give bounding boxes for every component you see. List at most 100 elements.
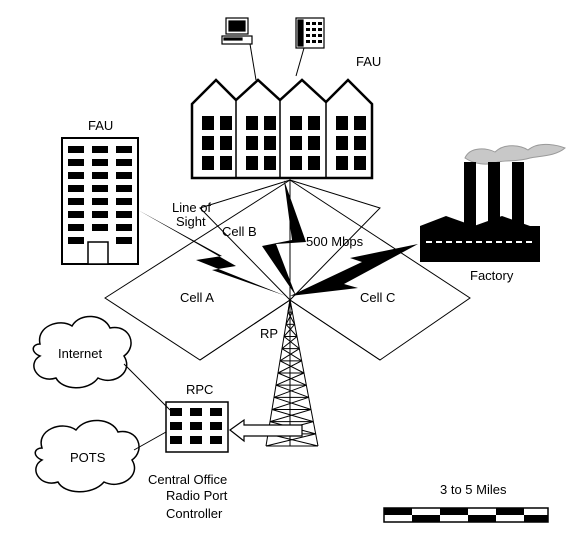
tower-to-rpc-arrow [228,418,303,443]
window [308,156,320,170]
window [116,146,132,153]
window [116,159,132,166]
row-houses-windows [202,116,366,170]
window [92,185,108,192]
window [116,211,132,218]
lightning-bolt-fau-left [138,210,286,296]
tower-lattice-strut [287,299,291,313]
lightning-bolt-factory [290,244,418,296]
pots-cloud [34,419,140,493]
tower-lattice-strut [277,360,302,374]
wireless-links [138,180,418,296]
tower-lattice-strut [281,336,298,350]
tower-lattice-strut [285,323,298,337]
window [68,146,84,153]
window [202,116,214,130]
row-houses-building [190,78,374,180]
window [354,156,366,170]
tower-lattice-strut [273,384,307,398]
window [116,237,132,244]
window [264,156,276,170]
cloud-connections [123,363,171,451]
internet-cloud [32,315,132,389]
rp-label: RP [260,326,278,341]
speed-label: 500 Mbps [306,234,364,249]
window [92,159,108,166]
rpc-building [165,401,229,453]
central-office-label-3: Controller [166,506,223,521]
factory-label: Factory [470,268,514,283]
tower-lattice-strut [275,384,309,398]
rpc-label: RPC [186,382,213,397]
window [68,198,84,205]
window [246,156,258,170]
device-cables [249,43,305,81]
window [336,156,348,170]
fau-top-label: FAU [356,54,381,69]
window [246,136,258,150]
tower-lattice-strut [277,372,307,386]
line-of-sight-label-2: Sight [176,214,206,229]
window [220,136,232,150]
computer-icon [221,17,253,45]
window [92,198,108,205]
factory-building [420,143,566,262]
window [246,116,258,130]
window [68,172,84,179]
window [308,116,320,130]
window [92,224,108,231]
tower-lattice-strut [271,409,314,423]
window [264,136,276,150]
line-of-sight-label-1: Line of [172,200,211,215]
window [116,185,132,192]
lightning-bolt-fau-top [262,180,306,296]
window [220,156,232,170]
window [290,116,302,130]
window [220,116,232,130]
row-houses-outline [190,78,374,180]
phone-icon [295,17,325,49]
radio-tower-icon [265,299,319,447]
pots-label: POTS [70,450,106,465]
cell-a-label: Cell A [180,290,214,305]
tower-lattice-strut [283,324,296,337]
window [68,185,84,192]
cell-b-boundary [199,179,381,301]
cell-c-label: Cell C [360,290,395,305]
tower-lattice-strut [287,311,296,325]
tower-lattice-strut [283,336,300,350]
window [290,136,302,150]
central-office-label-2: Radio Port [166,488,228,503]
scale-label: 3 to 5 Miles [440,482,507,497]
window [68,211,84,218]
cell-b-label: Cell B [222,224,257,239]
window [336,136,348,150]
tower-lattice-strut [269,409,312,423]
tower-lattice-strut [279,360,305,374]
window [68,237,84,244]
tower-lattice-strut [273,396,312,410]
tower-lattice-strut [285,311,293,325]
tower-lattice-strut [279,348,300,362]
tower-lattice-strut [281,348,302,362]
tower-lattice-strut [271,396,309,410]
fau-left-label: FAU [88,118,113,133]
window [92,146,108,153]
window [290,156,302,170]
window [354,116,366,130]
window [336,116,348,130]
window [116,198,132,205]
scale-bar [383,507,549,523]
window [202,156,214,170]
window [354,136,366,150]
window [308,136,320,150]
window [116,172,132,179]
tower-lattice-strut [289,299,293,313]
window [264,116,276,130]
internet-label: Internet [58,346,102,361]
window [116,224,132,231]
window [68,224,84,231]
window [92,211,108,218]
office-tower-windows [68,146,132,244]
